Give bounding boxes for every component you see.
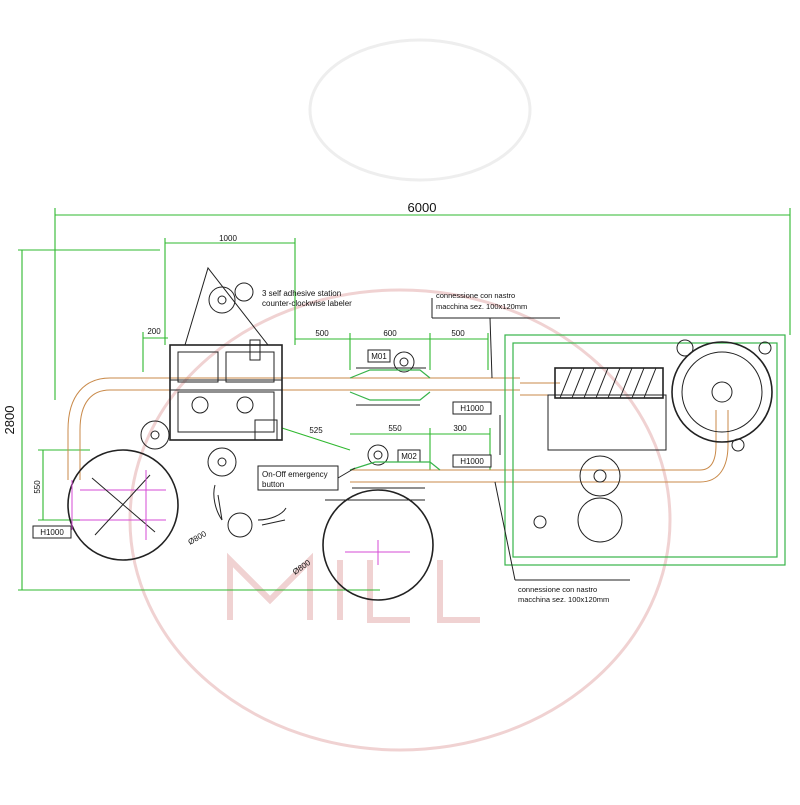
dimension-300-label: 300 — [453, 424, 467, 433]
infeed-screw — [547, 367, 667, 451]
dimension-side-550: 550 — [33, 449, 90, 521]
height-marker-mid: H1000 — [452, 454, 492, 468]
height-marker-left: H1000 — [32, 525, 72, 539]
connection-note-top-line1: connessione con nastro — [436, 291, 515, 300]
motor-m01-label: M01 — [371, 352, 387, 361]
carousel — [671, 339, 773, 452]
emergency-note: On-Off emergency button — [257, 465, 356, 491]
emergency-note-line2: button — [262, 480, 284, 489]
connection-note-bottom-line2: macchina sez. 100x120mm — [518, 595, 609, 604]
dimension-600-label: 600 — [383, 329, 397, 338]
dimension-total-length: 6000 — [54, 200, 791, 400]
dimension-total-width-label: 2800 — [2, 406, 17, 435]
station-annotation-line1: 3 self adhesive station — [262, 289, 341, 298]
connection-note-top-line2: macchina sez. 100x120mm — [436, 302, 527, 311]
motor-m01: M01 — [349, 349, 431, 406]
conveyor-bottom — [350, 410, 729, 483]
conveyor-curve-left — [67, 377, 111, 480]
dimension-offset-label: 200 — [147, 327, 161, 336]
dimension-offset: 200 — [142, 327, 168, 372]
dimension-550-label: 550 — [388, 424, 402, 433]
emergency-note-line1: On-Off emergency — [262, 470, 328, 479]
dimension-total-width: 2800 — [2, 249, 380, 591]
connection-note-bottom-line1: connessione con nastro — [518, 585, 597, 594]
dimension-chain-bottom: 525 550 300 — [281, 424, 491, 470]
height-marker-mid-label: H1000 — [460, 457, 484, 466]
motor-m02-label: M02 — [401, 452, 417, 461]
labeler-station — [140, 266, 283, 477]
height-marker-left-label: H1000 — [40, 528, 64, 537]
connection-note-bottom: connessione con nastro macchina sez. 100… — [494, 481, 630, 604]
dimension-500a-label: 500 — [315, 329, 329, 338]
dimension-500b-label: 500 — [451, 329, 465, 338]
height-marker-top: H1000 — [452, 401, 492, 415]
station-annotation: 3 self adhesive station counter-clockwis… — [262, 289, 352, 308]
operator-figure — [213, 484, 287, 538]
dimension-525-label: 525 — [309, 426, 323, 435]
dimension-total-length-label: 6000 — [408, 200, 437, 215]
connection-note-top: connessione con nastro macchina sez. 100… — [431, 291, 560, 379]
star-wheel — [533, 455, 623, 543]
dimension-dia-left-label: Ø800 — [187, 529, 209, 547]
dimension-labeler-width: 1000 — [164, 234, 296, 345]
motor-m02: M02 — [349, 444, 441, 489]
dimension-labeler-width-label: 1000 — [219, 234, 237, 243]
station-annotation-line2: counter-clockwise labeler — [262, 299, 352, 308]
machine-frame — [499, 334, 786, 566]
dimension-side-550-label: 550 — [33, 480, 42, 494]
height-marker-top-label: H1000 — [460, 404, 484, 413]
dimension-chain-top: 500 600 500 — [295, 329, 489, 370]
